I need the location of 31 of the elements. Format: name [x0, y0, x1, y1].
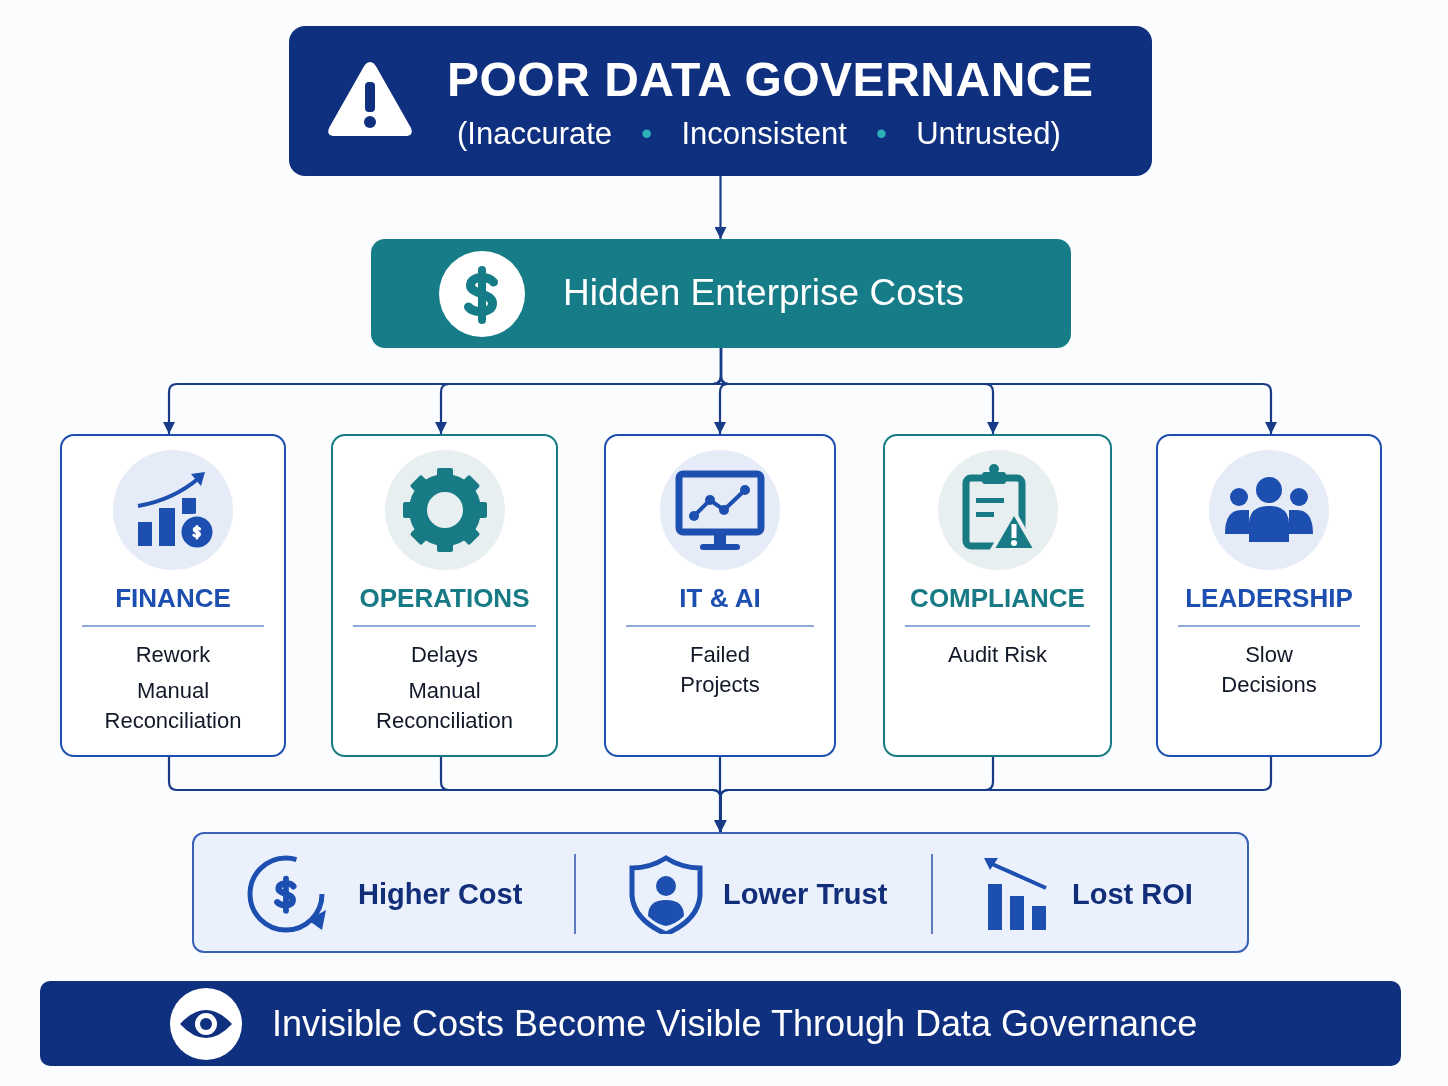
department-card: [1156, 434, 1382, 757]
card-text: Slow Decisions: [1220, 641, 1318, 699]
department-card: [331, 434, 558, 757]
department-card: [604, 434, 836, 757]
card-text: Rework: [134, 641, 212, 669]
arrow: [714, 757, 1273, 832]
header-banner: [289, 26, 1152, 176]
title-text: POOR DATA GOVERNANCE: [447, 52, 1094, 107]
conclusion-text: Invisible Costs Become Visible Through Data Governance: [272, 1003, 1198, 1045]
card-text: Manual Reconciliation: [375, 677, 514, 735]
arrow: [714, 176, 727, 239]
card-text: Audit Risk: [946, 641, 1048, 669]
card-heading: COMPLIANCE: [909, 583, 1086, 614]
impact-text: Lost ROI: [1072, 878, 1193, 911]
card-text: Delays: [409, 641, 480, 669]
card-heading: FINANCE: [114, 583, 232, 614]
card-text: Manual Reconciliation: [103, 677, 243, 735]
department-card: [60, 434, 286, 757]
card-text: Failed Projects: [679, 641, 761, 699]
arrow: [719, 348, 1277, 434]
card-heading: IT & AI: [678, 583, 762, 614]
banner-text: Hidden Enterprise Costs: [563, 272, 965, 314]
impact-panel: [192, 832, 1249, 953]
card-heading: LEADERSHIP: [1184, 583, 1354, 614]
impact-text: Higher Cost: [358, 878, 523, 911]
subtitle-text: (Inaccurate • Inconsistent • Untrusted): [457, 116, 1061, 152]
card-heading: OPERATIONS: [358, 583, 531, 614]
conclusion-banner: [40, 981, 1401, 1066]
cost-banner: [371, 239, 1071, 348]
impact-text: Lower Trust: [723, 878, 888, 911]
department-card: [883, 434, 1112, 757]
